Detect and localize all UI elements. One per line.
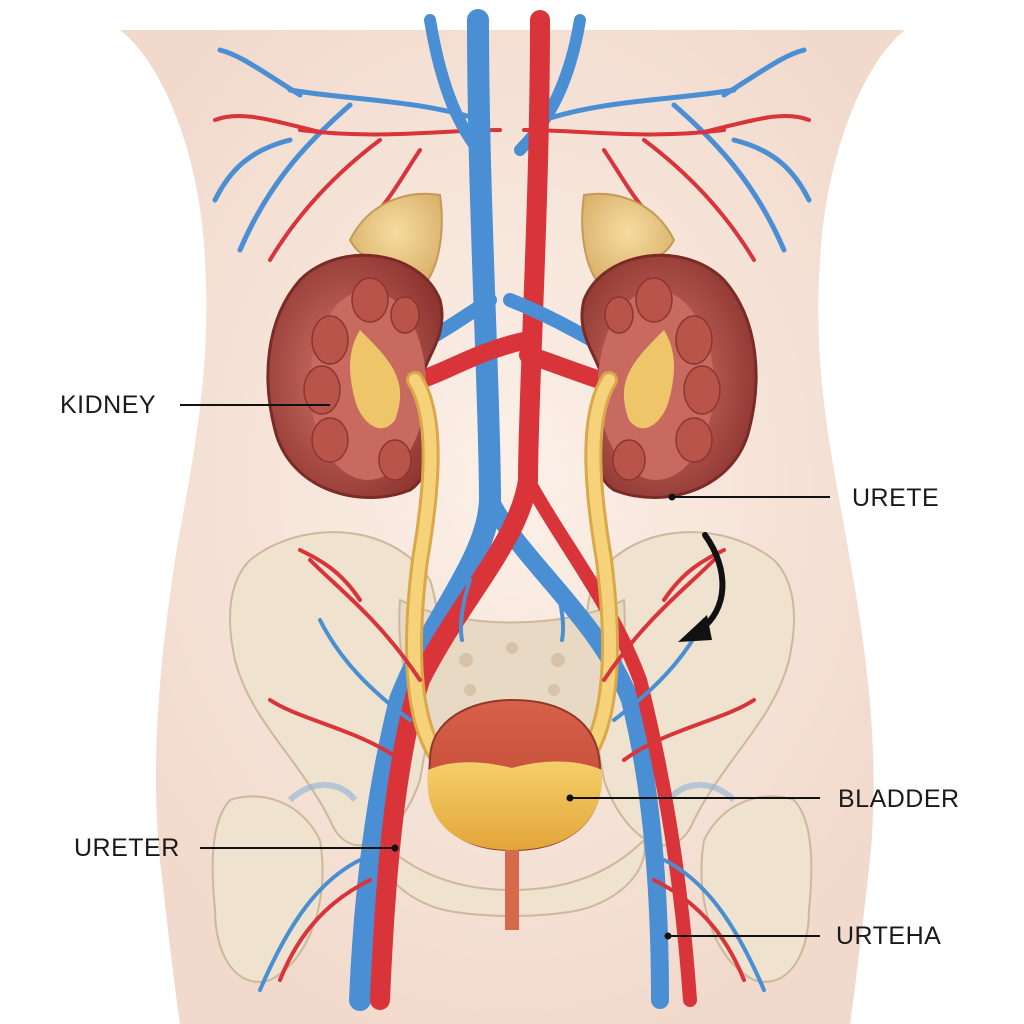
right-kidney — [580, 253, 758, 499]
vena-cava — [349, 9, 502, 1011]
iliac-branches — [258, 548, 766, 992]
label-urteha: URTEHA — [836, 922, 942, 950]
leader-lines — [180, 404, 830, 937]
sacrum-foramina — [459, 642, 565, 696]
label-urete: URETE — [852, 484, 940, 512]
aorta — [370, 10, 550, 1010]
flow-arrow — [678, 532, 726, 642]
leader-dots — [391, 493, 676, 940]
label-ureter: URETER — [74, 834, 180, 862]
bladder — [427, 698, 603, 930]
great-vessels — [349, 9, 697, 1011]
label-bladder: BLADDER — [838, 785, 960, 813]
left-kidney — [266, 253, 444, 499]
hip-joints — [287, 782, 737, 803]
label-kidney: KIDNEY — [60, 391, 157, 419]
ureters — [405, 371, 619, 769]
